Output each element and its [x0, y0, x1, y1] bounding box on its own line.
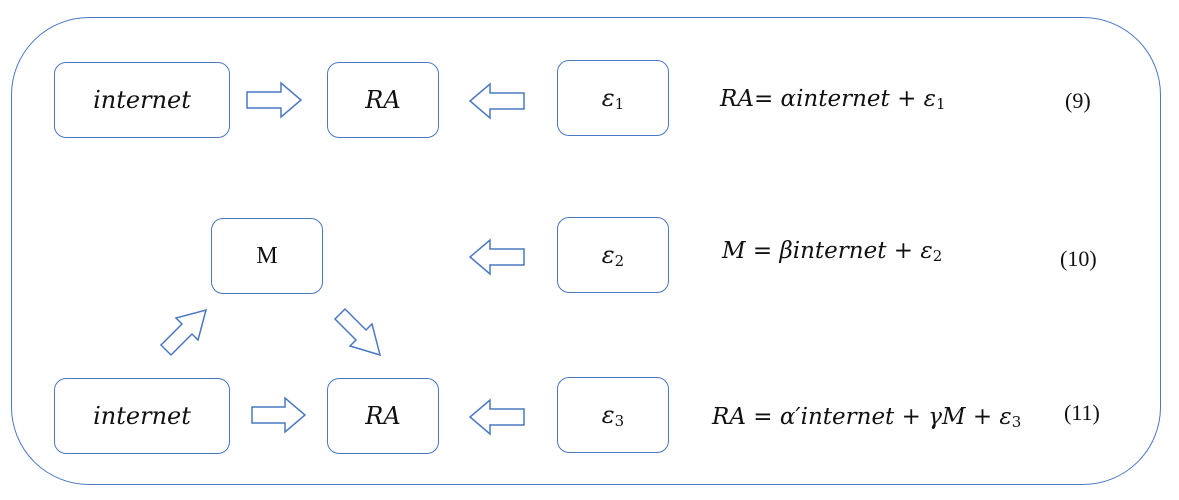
internet-label-3: internet	[93, 402, 191, 430]
arrow-diag-up	[159, 308, 208, 357]
equation-number-11: (11)	[1064, 400, 1100, 425]
m-box: M	[211, 218, 323, 294]
epsilon-label-1: ε1	[601, 83, 625, 113]
arrow-right-3	[251, 396, 307, 434]
ra-box-1: RA	[327, 62, 439, 138]
arrow-left-3	[468, 398, 525, 436]
equation-11: RA = α′internet + γM + ε3	[712, 404, 1022, 431]
equation-10: M = βinternet + ε2	[722, 238, 943, 265]
arrow-diag-down	[333, 307, 382, 357]
arrow-left-2	[468, 238, 525, 276]
internet-label-1: internet	[93, 86, 191, 114]
m-label: M	[256, 242, 278, 269]
epsilon-box-1: ε1	[557, 60, 669, 136]
equation-number-9: (9)	[1065, 88, 1091, 113]
epsilon-label-3: ε3	[601, 400, 625, 430]
epsilon-box-3: ε3	[557, 377, 669, 453]
epsilon-box-2: ε2	[557, 217, 669, 293]
ra-box-3: RA	[327, 378, 439, 454]
arrow-right-1	[246, 81, 303, 119]
equation-number-10: (10)	[1060, 246, 1097, 271]
arrow-left-1	[468, 82, 525, 120]
internet-box-3: internet	[54, 378, 230, 454]
epsilon-label-2: ε2	[601, 240, 625, 270]
equation-9: RA= αinternet + ε1	[720, 86, 946, 113]
internet-box-1: internet	[54, 62, 230, 138]
ra-label-1: RA	[365, 86, 401, 114]
outer-frame	[11, 17, 1161, 485]
ra-label-3: RA	[365, 402, 401, 430]
